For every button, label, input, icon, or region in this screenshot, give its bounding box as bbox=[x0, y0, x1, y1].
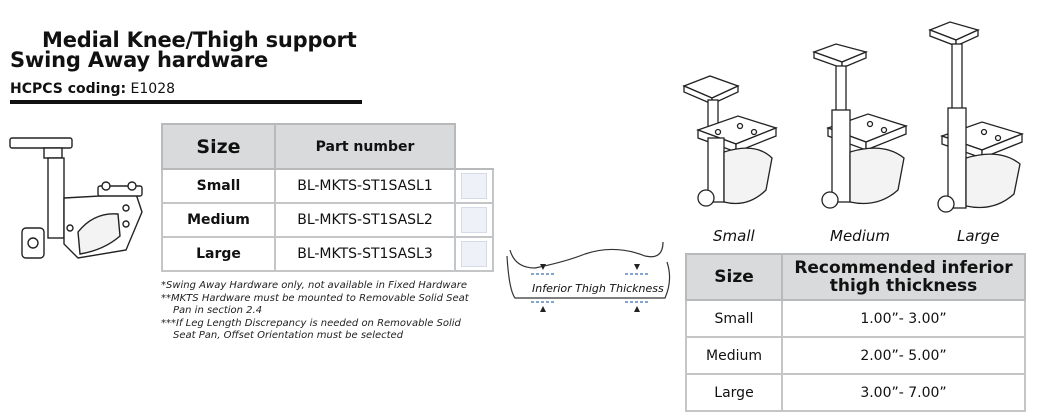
column-header-size: Size bbox=[161, 123, 276, 170]
caption-large: Large bbox=[957, 227, 1000, 245]
footnote: Pan in section 2.4 bbox=[173, 305, 263, 316]
hcpcs-coding: HCPCS coding: E1028 bbox=[10, 81, 175, 97]
table-row: Large 3.00”- 7.00” bbox=[685, 373, 1026, 412]
table-row: Small 1.00”- 3.00” bbox=[685, 299, 1026, 338]
hcpcs-label: HCPCS coding: bbox=[10, 81, 127, 97]
hardware-medium-image bbox=[812, 43, 908, 209]
column-header-select bbox=[454, 124, 493, 170]
hardware-large-image bbox=[928, 21, 1024, 213]
select-checkbox-medium[interactable] bbox=[461, 207, 487, 233]
page-title: Medial Knee/Thigh support bbox=[42, 28, 357, 52]
thigh-thickness-diagram bbox=[506, 241, 671, 312]
size-cell: Medium bbox=[685, 336, 783, 375]
size-cell: Medium bbox=[161, 202, 276, 238]
table-row: Medium 2.00”- 5.00” bbox=[685, 336, 1026, 375]
table-row: Large BL-MKTS-ST1SASL3 bbox=[161, 236, 494, 272]
part-number-cell: BL-MKTS-ST1SASL3 bbox=[274, 236, 456, 272]
header-line: thigh thickness bbox=[829, 276, 978, 296]
select-checkbox-small[interactable] bbox=[461, 173, 487, 199]
hcpcs-code: E1028 bbox=[130, 81, 176, 97]
column-header-size: Size bbox=[685, 253, 783, 301]
title-divider bbox=[10, 100, 362, 104]
size-cell: Large bbox=[685, 373, 783, 412]
table-row: Medium BL-MKTS-ST1SASL2 bbox=[161, 202, 494, 238]
table-row: Small BL-MKTS-ST1SASL1 bbox=[161, 168, 494, 204]
column-header-part-number: Part number bbox=[274, 123, 456, 170]
thickness-range-cell: 2.00”- 5.00” bbox=[781, 336, 1026, 375]
footnote: **MKTS Hardware must be mounted to Remov… bbox=[161, 292, 469, 304]
part-number-table: Size Part number Small BL-MKTS-ST1SASL1 … bbox=[161, 123, 494, 272]
footnote: *Swing Away Hardware only, not available… bbox=[161, 280, 467, 291]
diagram-label: Inferior Thigh Thickness bbox=[532, 282, 664, 295]
footnotes: *Swing Away Hardware only, not available… bbox=[161, 280, 469, 343]
footnote: ***If Leg Length Discrepancy is needed o… bbox=[161, 317, 461, 329]
page-subtitle: Swing Away hardware bbox=[10, 48, 269, 72]
hardware-side-view-image bbox=[9, 137, 143, 259]
caption-medium: Medium bbox=[830, 227, 890, 245]
footnote: Seat Pan, Offset Orientation must be sel… bbox=[173, 330, 404, 341]
part-number-cell: BL-MKTS-ST1SASL2 bbox=[274, 202, 456, 238]
hardware-small-image bbox=[682, 75, 778, 207]
thickness-range-cell: 1.00”- 3.00” bbox=[781, 299, 1026, 338]
part-number-cell: BL-MKTS-ST1SASL1 bbox=[274, 168, 456, 204]
thickness-range-cell: 3.00”- 7.00” bbox=[781, 373, 1026, 412]
select-checkbox-large[interactable] bbox=[461, 241, 487, 267]
size-cell: Small bbox=[161, 168, 276, 204]
column-header-recommended-thickness: Recommended inferior thigh thickness bbox=[781, 253, 1026, 301]
header-line: Recommended inferior bbox=[794, 258, 1013, 278]
thigh-thickness-table: Size Recommended inferior thigh thicknes… bbox=[685, 253, 1026, 412]
caption-small: Small bbox=[713, 227, 755, 245]
size-cell: Small bbox=[685, 299, 783, 338]
size-cell: Large bbox=[161, 236, 276, 272]
